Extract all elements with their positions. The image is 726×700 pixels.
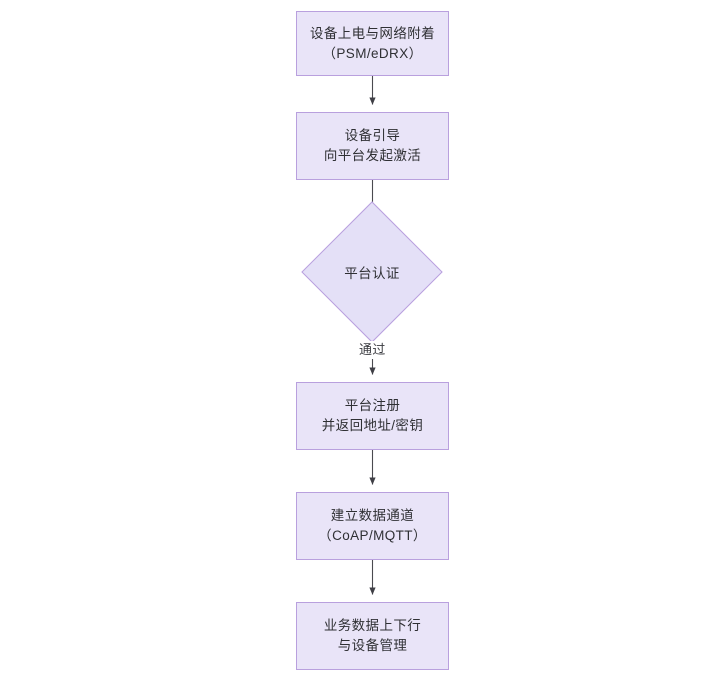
node-line: 并返回地址/密钥 (321, 418, 424, 433)
node-line: （PSM/eDRX） (322, 45, 423, 61)
node-line: 建立数据通道 (330, 508, 415, 523)
node-platform-auth[interactable]: 平台认证 (301, 201, 443, 343)
node-line: 设备上电与网络附着 (309, 25, 436, 41)
edge-label-pass: 通过 (357, 341, 388, 359)
node-line: 业务数据上下行 (323, 618, 422, 633)
node-platform-register[interactable]: 平台注册 并返回地址/密钥 (296, 382, 449, 450)
node-line: 向平台发起激活 (323, 148, 422, 163)
node-line: （CoAP/MQTT） (318, 528, 427, 543)
node-line: 与设备管理 (337, 638, 408, 653)
node-business-data-uplink-downlink[interactable]: 业务数据上下行 与设备管理 (296, 602, 449, 670)
node-device-bootstrap[interactable]: 设备引导 向平台发起激活 (296, 112, 449, 180)
node-establish-data-channel[interactable]: 建立数据通道 （CoAP/MQTT） (296, 492, 449, 560)
node-line: 平台认证 (344, 266, 400, 281)
node-line: 设备引导 (344, 128, 401, 143)
node-device-power-on[interactable]: 设备上电与网络附着 （PSM/eDRX） (296, 11, 449, 76)
node-line: 平台注册 (344, 398, 401, 413)
